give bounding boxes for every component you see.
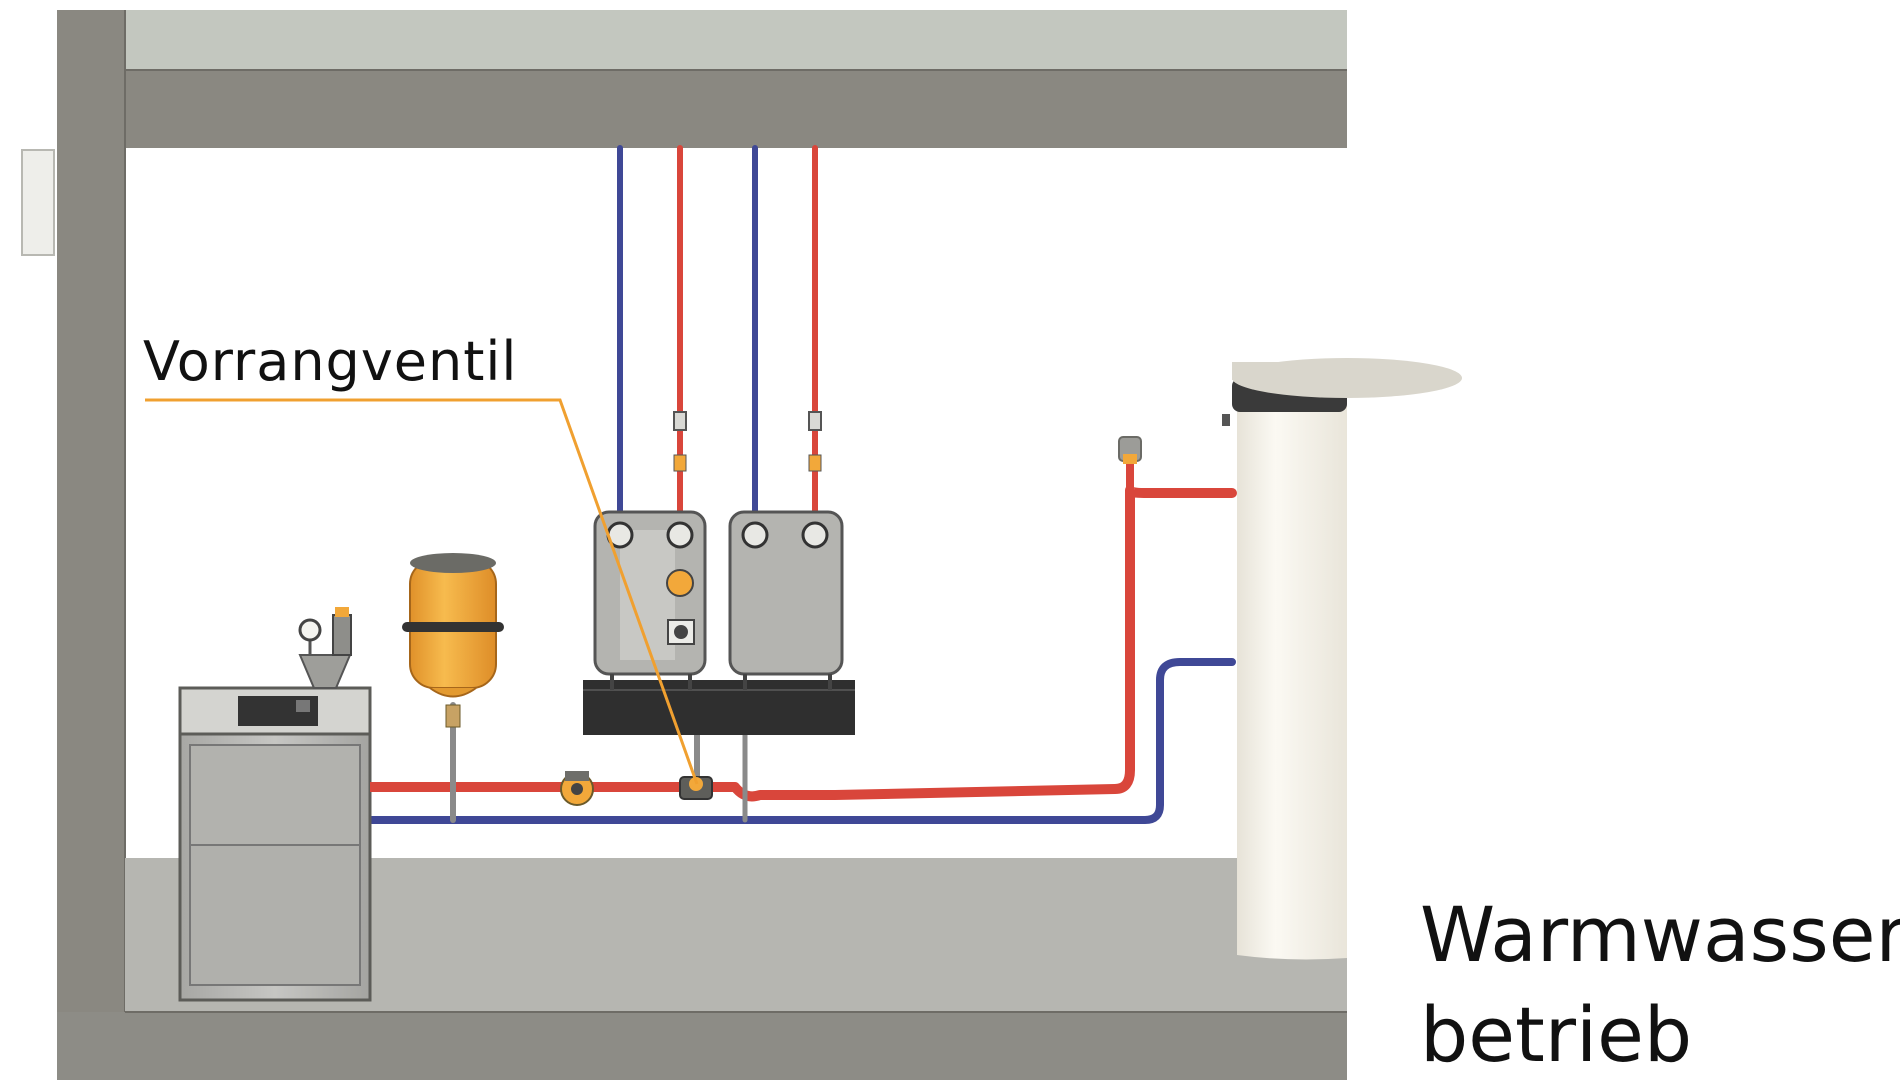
operating-mode-line-2: betrieb <box>1420 985 1900 1085</box>
manifold-bar <box>583 680 855 735</box>
floor-slab <box>57 1012 1347 1080</box>
boiler <box>180 607 372 1000</box>
left-wall <box>57 10 125 1080</box>
manifold <box>583 680 855 735</box>
hot-water-tank <box>1222 358 1462 959</box>
ceiling-slab <box>57 70 1347 148</box>
expansion-vessel <box>402 553 504 727</box>
wall-box <box>22 150 54 255</box>
callout-label-priority-valve: Vorrangventil <box>143 330 517 393</box>
ceiling-top <box>57 10 1347 70</box>
circulation-pump <box>561 771 593 805</box>
riser-valves <box>674 412 821 471</box>
pump-group-2 <box>730 512 842 690</box>
operating-mode-label: Warmwasser- betrieb <box>1420 885 1900 1085</box>
operating-mode-line-1: Warmwasser- <box>1420 885 1900 985</box>
pump-group-1 <box>595 512 705 690</box>
